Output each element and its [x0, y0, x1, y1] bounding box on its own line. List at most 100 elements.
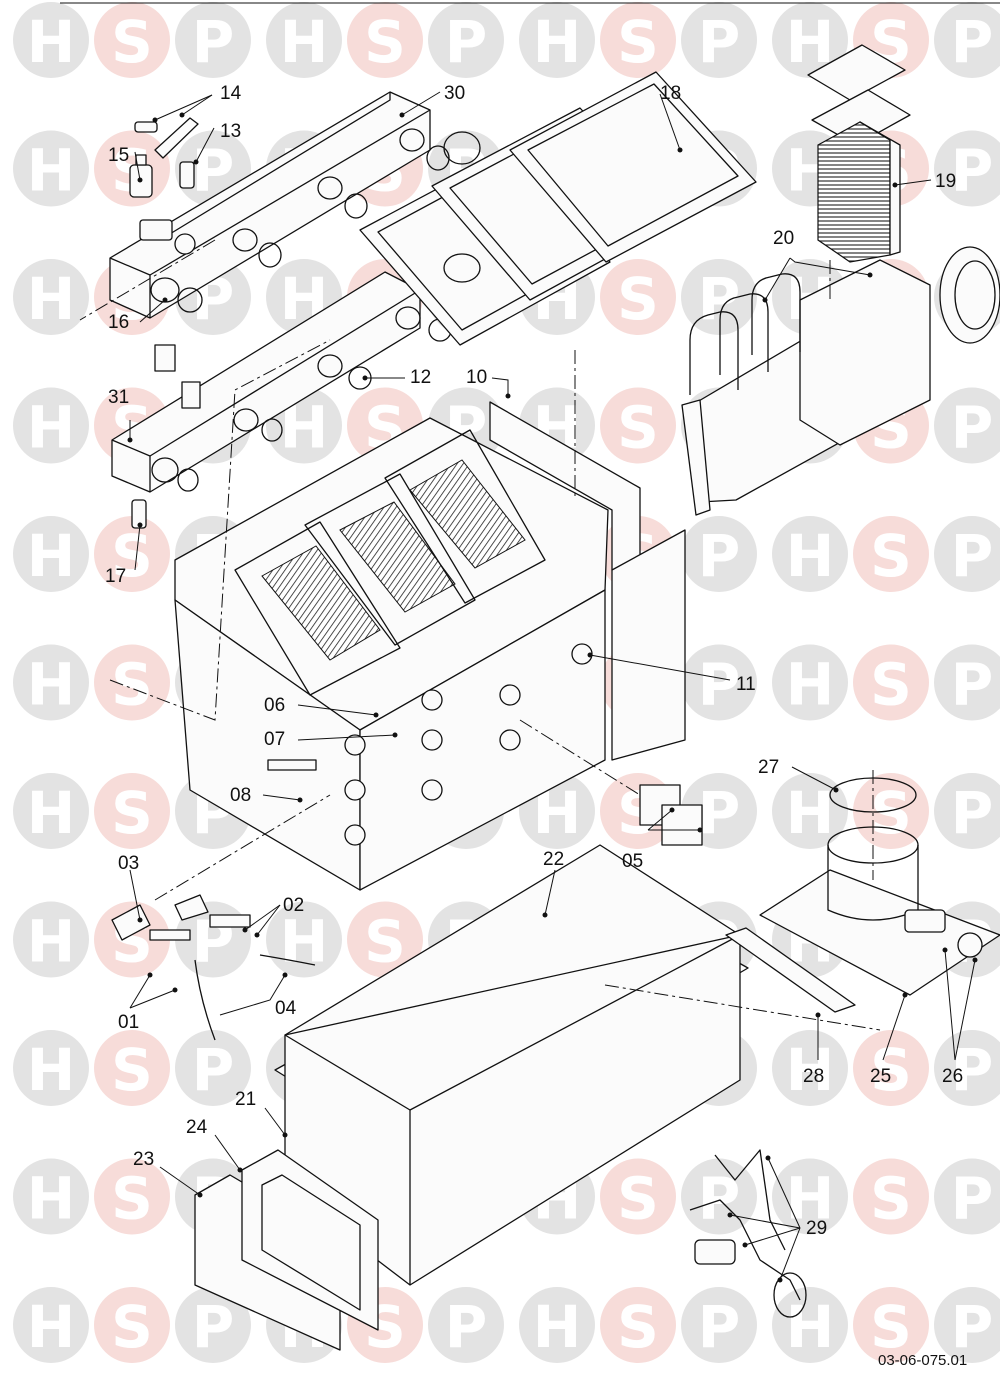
callout-01: 01	[118, 1012, 139, 1033]
watermark-letter: H	[27, 394, 76, 462]
condensate-pipe-29	[689, 1149, 807, 1318]
watermark-circle	[94, 1030, 170, 1106]
watermark-letter: S	[870, 651, 912, 719]
leader-lines	[129, 91, 976, 1281]
watermark-circle	[428, 2, 504, 78]
watermark-circle	[681, 644, 757, 721]
watermark-circle	[347, 901, 423, 978]
callout-29: 29	[806, 1218, 827, 1239]
watermark-circle	[347, 2, 423, 78]
watermark-letter: H	[786, 651, 835, 719]
callout-19: 19	[935, 171, 956, 192]
watermark-letter: P	[445, 8, 488, 76]
callout-12: 12	[410, 367, 431, 388]
callout-28: 28	[803, 1066, 824, 1087]
watermark-circle	[13, 2, 89, 78]
watermark-circle	[94, 2, 170, 78]
callout-labels: 14 13 15 30 18 19 20 16 12 10 31 17 11 0…	[105, 83, 963, 1239]
watermark-letter: P	[951, 522, 994, 590]
watermark-letter: H	[27, 1036, 76, 1104]
callout-30: 30	[444, 83, 465, 104]
watermark-letter: S	[111, 779, 153, 847]
callout-21: 21	[235, 1089, 256, 1110]
watermark-circle	[94, 773, 170, 849]
watermark-circle	[772, 1030, 848, 1106]
watermark-letter: S	[111, 1036, 153, 1104]
watermark-circle	[94, 516, 170, 592]
watermark-letter: H	[786, 779, 835, 847]
watermark-letter: S	[617, 265, 659, 333]
sensor-components	[129, 117, 201, 529]
watermark-letter: P	[445, 1293, 488, 1361]
watermark-letter: S	[111, 1165, 153, 1233]
watermark-letter: H	[280, 908, 329, 976]
watermark-letter: P	[951, 1165, 994, 1233]
watermark-letter: P	[951, 651, 994, 719]
watermark-circle	[772, 1158, 848, 1235]
watermark-letter: P	[192, 8, 235, 76]
watermark-circle	[266, 2, 342, 78]
watermark-letter: S	[870, 1293, 912, 1361]
callout-04: 04	[275, 998, 297, 1019]
flue-hood-20	[681, 246, 1000, 516]
watermark-letter: H	[27, 522, 76, 590]
watermark-circle	[934, 130, 1000, 207]
watermark-letter: P	[698, 779, 741, 847]
watermark-circle	[600, 387, 676, 464]
watermark-letter: H	[27, 651, 76, 719]
callout-16: 16	[108, 312, 129, 333]
watermark-circle	[175, 1287, 251, 1363]
watermark-letter: H	[27, 137, 76, 205]
watermark-circle	[13, 773, 89, 849]
watermark-letter: P	[698, 1165, 741, 1233]
watermark-letter: S	[111, 1293, 153, 1361]
burner-parts	[111, 759, 703, 1041]
watermark-letter: H	[27, 8, 76, 76]
callout-22: 22	[543, 849, 564, 870]
watermark-circle	[13, 259, 89, 335]
watermark-circle	[934, 2, 1000, 78]
watermark-letter: P	[951, 394, 994, 462]
watermark-circle	[13, 1158, 89, 1235]
watermark-letter: H	[27, 1293, 76, 1361]
watermark-letter: P	[951, 137, 994, 205]
watermark-circle	[600, 2, 676, 78]
watermark-circle	[853, 644, 929, 721]
callout-26: 26	[942, 1066, 963, 1087]
watermark-circle	[13, 387, 89, 464]
watermark-letter: S	[870, 522, 912, 590]
watermark-circle	[175, 1030, 251, 1106]
watermark-letter: P	[698, 522, 741, 590]
watermark-letter: S	[870, 1036, 912, 1104]
watermark-letter: H	[786, 522, 835, 590]
watermark-letter: P	[698, 651, 741, 719]
watermark-circle	[94, 1158, 170, 1235]
manifold-lower-31	[111, 271, 421, 493]
watermark-letter: S	[617, 394, 659, 462]
watermark-letter: P	[698, 8, 741, 76]
watermark-letter: P	[951, 8, 994, 76]
watermark-circle	[428, 1287, 504, 1363]
callout-25: 25	[870, 1066, 891, 1087]
watermark-letter: S	[617, 8, 659, 76]
watermark-circle	[519, 1287, 595, 1363]
body-bosses	[344, 643, 593, 846]
watermark-circle	[772, 516, 848, 592]
callout-23: 23	[133, 1149, 154, 1170]
callout-02: 02	[283, 895, 304, 916]
leader-dots	[127, 112, 978, 1283]
watermark-circle	[266, 901, 342, 978]
watermark-circle	[853, 1158, 929, 1235]
watermark-circle	[13, 516, 89, 592]
watermark-letter: H	[786, 1036, 835, 1104]
watermark-letter: S	[870, 1165, 912, 1233]
watermark-circle	[772, 2, 848, 78]
boiler-body	[174, 401, 686, 891]
watermark-circle	[681, 2, 757, 78]
callout-11: 11	[736, 674, 756, 695]
watermark-circle	[13, 644, 89, 721]
watermark-circle	[600, 259, 676, 335]
callout-10: 10	[466, 367, 487, 388]
watermark-letter: H	[27, 1165, 76, 1233]
watermark-circle	[600, 1287, 676, 1363]
